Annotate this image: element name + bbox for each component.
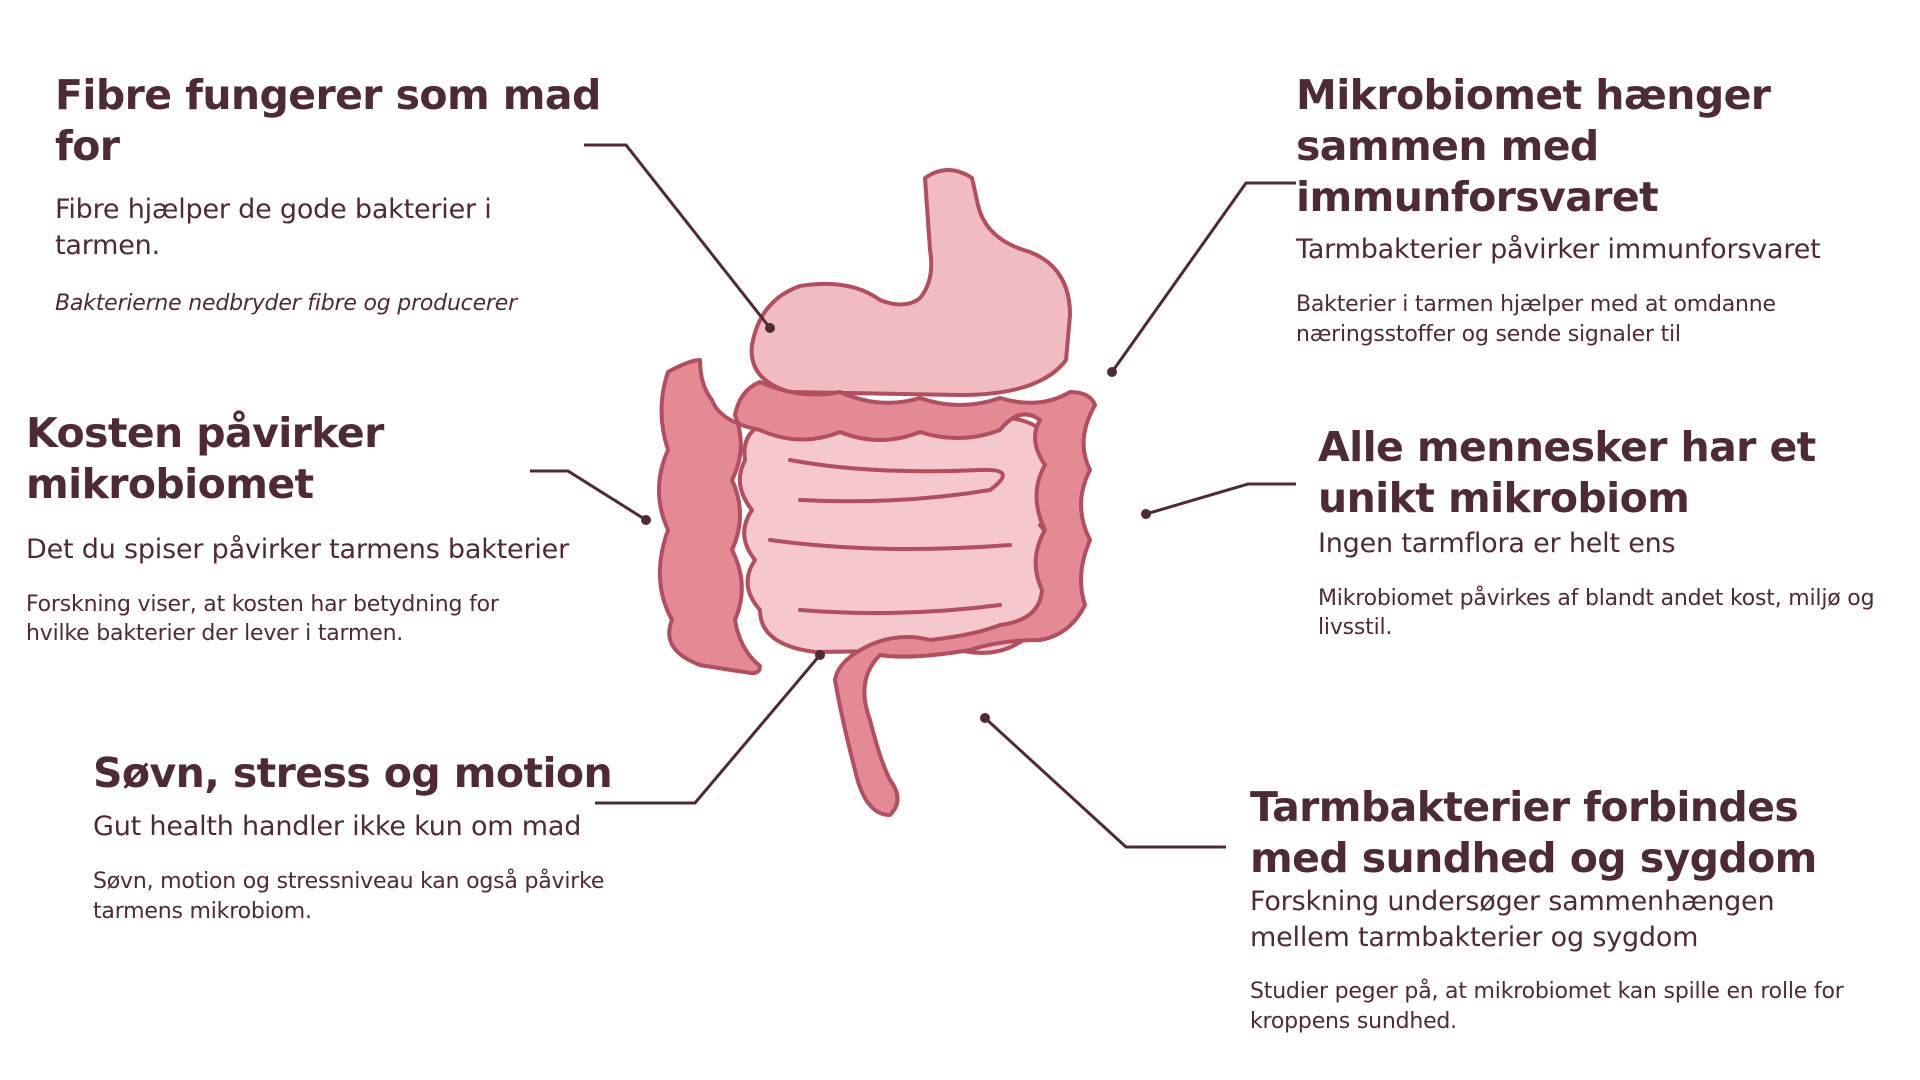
- small-intestine-fold-2: [768, 538, 1012, 551]
- connector-immun-dot: [1107, 367, 1117, 377]
- connector-unik: [1145, 482, 1296, 516]
- connector-kost-dot: [641, 515, 651, 525]
- callout-immun-body: Bakterier i tarmen hjælper med at omdann…: [1296, 292, 1776, 348]
- small-intestine-fold-1: [788, 458, 1005, 504]
- connector-sygdom-dot: [980, 713, 990, 723]
- callout-immun: Mikrobiomet hænger sammen med immunforsv…: [1296, 70, 1906, 350]
- callout-unik-subtitle: Ingen tarmflora er helt ens: [1318, 527, 1676, 559]
- connector-unik-dot: [1141, 509, 1151, 519]
- connector-fibre-dot: [765, 323, 775, 333]
- callout-sygdom-body: Studier peger på, at mikrobiomet kan spi…: [1250, 979, 1844, 1035]
- callout-unik-body: Mikrobiomet påvirkes af blandt andet kos…: [1318, 585, 1875, 641]
- callout-fibre-body: Bakterierne nedbryder fibre og producere…: [55, 291, 517, 317]
- callout-sygdom-title: Tarmbakterier forbindes med sundhed og s…: [1250, 783, 1817, 882]
- connector-sovn-dot: [815, 650, 825, 660]
- callout-unik-title: Alle mennesker har et unikt mikrobiom: [1318, 423, 1816, 522]
- callout-fibre: Fibre fungerer som mad for Fibre hjælper…: [55, 70, 635, 319]
- callout-sovn: Søvn, stress og motion Gut health handle…: [93, 748, 693, 927]
- small-intestine-fold-3: [798, 603, 1002, 616]
- colon-shape: [657, 358, 1097, 817]
- callout-unik: Alle mennesker har et unikt mikrobiom In…: [1318, 422, 1898, 643]
- callout-fibre-title: Fibre fungerer som mad for: [55, 71, 601, 170]
- callout-kost: Kosten påvirker mikrobiomet Det du spise…: [26, 408, 636, 649]
- callout-immun-title: Mikrobiomet hænger sammen med immunforsv…: [1296, 71, 1771, 221]
- callout-sygdom: Tarmbakterier forbindes med sundhed og s…: [1250, 782, 1880, 1037]
- connector-fibre: [584, 143, 772, 329]
- connector-sygdom: [983, 716, 1226, 849]
- small-intestine-shape: [737, 416, 1058, 655]
- callout-fibre-subtitle: Fibre hjælper de gode bakterier i tarmen…: [55, 193, 492, 261]
- callout-sygdom-subtitle: Forskning undersøger sammenhængen mellem…: [1250, 885, 1775, 953]
- callout-kost-body: Forskning viser, at kosten har betydning…: [26, 591, 499, 647]
- connector-immun: [1110, 181, 1296, 373]
- callout-sovn-body: Søvn, motion og stressniveau kan også på…: [93, 868, 605, 924]
- connector-kost: [530, 469, 647, 522]
- callout-kost-subtitle: Det du spiser påvirker tarmens bakterier: [26, 533, 569, 565]
- stomach-shape: [749, 168, 1072, 397]
- connector-sovn: [595, 654, 822, 805]
- callout-sovn-title: Søvn, stress og motion: [93, 749, 613, 797]
- callout-immun-subtitle: Tarmbakterier påvirker immunforsvaret: [1296, 234, 1821, 266]
- callout-kost-title: Kosten påvirker mikrobiomet: [26, 409, 384, 508]
- callout-sovn-subtitle: Gut health handler ikke kun om mad: [93, 810, 582, 842]
